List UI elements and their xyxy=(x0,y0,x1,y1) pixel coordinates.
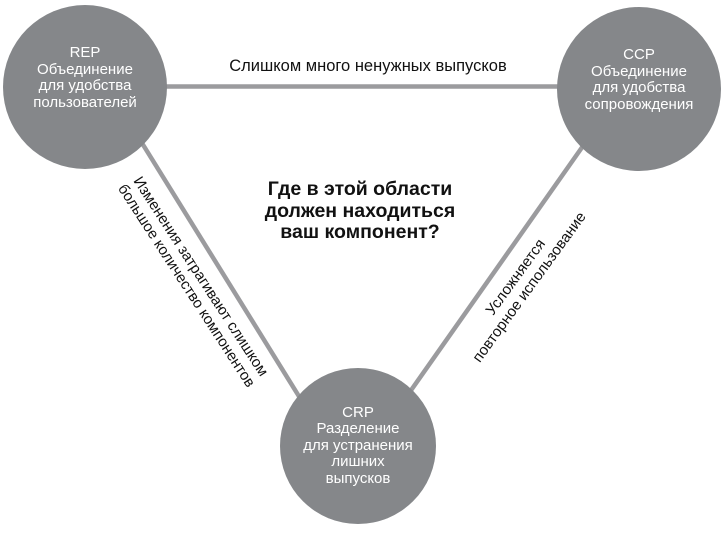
edge-label-rep-ccp: Слишком много ненужных выпусков xyxy=(229,57,507,75)
edge-ccp-crp-line xyxy=(405,134,592,398)
node-ccp-line: для удобства xyxy=(592,79,686,96)
node-rep-acronym: REP xyxy=(69,44,101,61)
node-rep-circle: REP Объединение для удобства пользовател… xyxy=(3,5,167,169)
center-question-line: должен находиться xyxy=(264,199,456,222)
center-question-line: ваш компонент? xyxy=(280,221,440,243)
node-crp-circle: CRP Разделение для устранения лишних вып… xyxy=(280,368,436,524)
edge-rep-crp-line xyxy=(135,133,302,400)
node-ccp-line: Объединение xyxy=(591,62,687,80)
node-ccp-acronym: CCP xyxy=(623,46,655,63)
node-ccp-circle: CCP Объединение для удобства сопровожден… xyxy=(557,7,721,171)
node-crp-line: лишних xyxy=(331,453,385,471)
node-ccp-line: сопровождения xyxy=(584,95,694,113)
node-rep-line: для удобства xyxy=(38,77,132,94)
node-crp-line: выпусков xyxy=(325,469,391,487)
node-rep-line: пользователей xyxy=(33,93,137,111)
node-crp-line: Разделение xyxy=(316,420,400,438)
center-question-line: Где в этой области xyxy=(267,178,453,200)
center-question: Где в этой области должен находиться ваш… xyxy=(195,178,525,244)
node-rep-line: Объединение xyxy=(37,60,133,78)
node-crp-acronym: CRP xyxy=(342,403,374,421)
node-crp-line: для устранения xyxy=(303,436,413,454)
